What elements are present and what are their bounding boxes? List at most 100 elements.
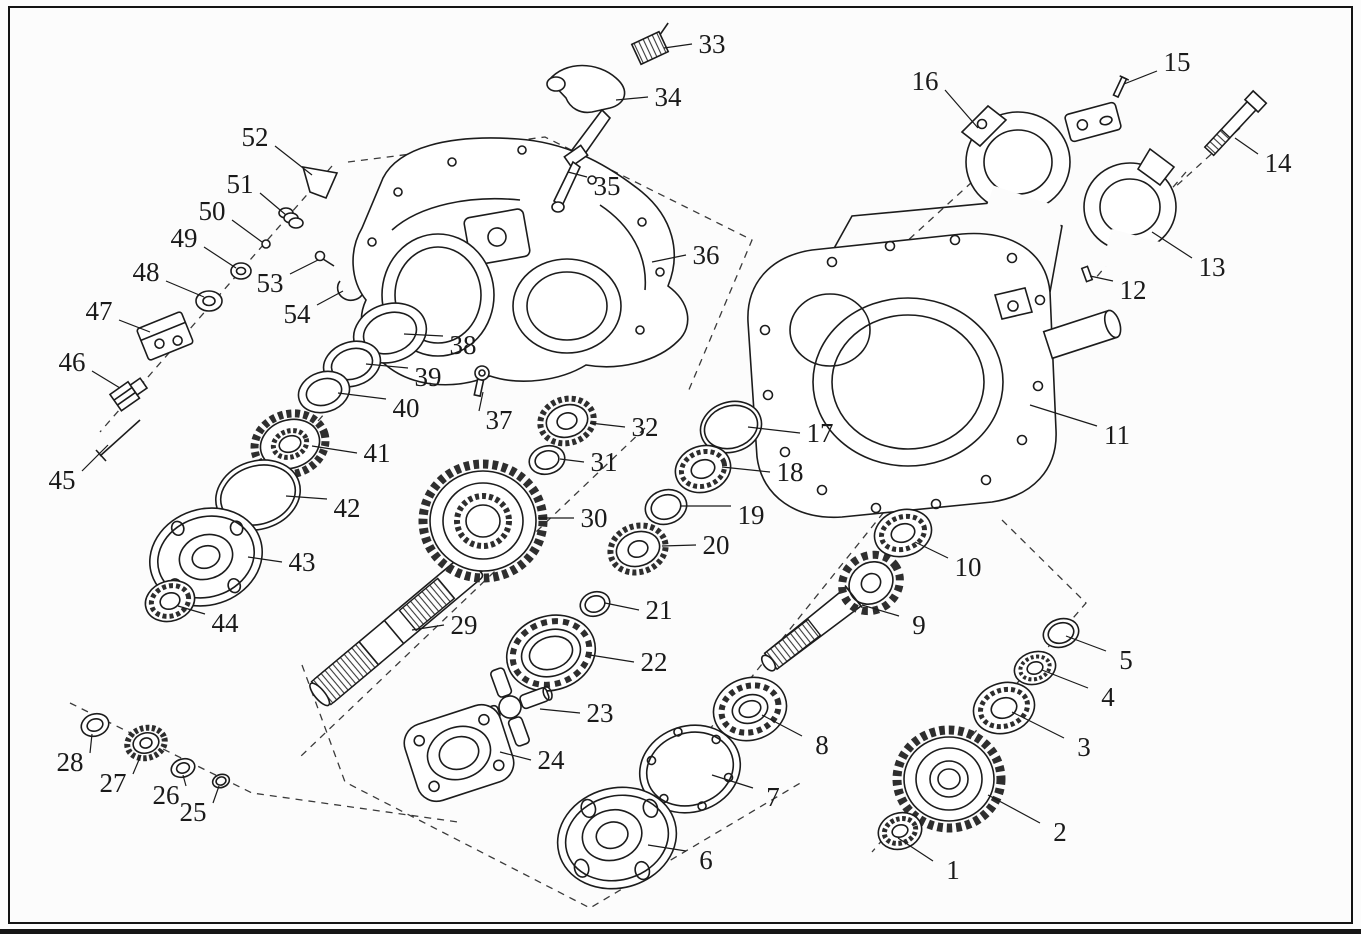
breather-knob-drawing (630, 22, 670, 66)
leader-line-15 (1123, 70, 1158, 85)
leader-line-38 (403, 333, 444, 337)
leader-line-44 (177, 605, 206, 615)
part-number-50: 50 (199, 196, 226, 226)
part-number-27: 27 (100, 768, 127, 798)
leader-line-6 (647, 844, 687, 852)
part-number-36: 36 (693, 240, 720, 270)
part-number-3: 3 (1077, 732, 1091, 762)
leader-line-45 (81, 444, 109, 472)
part-number-12: 12 (1120, 275, 1147, 305)
ring-19-drawing (644, 488, 688, 526)
bearing-10-drawing (873, 508, 933, 558)
washer-28-drawing (80, 712, 110, 738)
part-number-45: 45 (49, 465, 76, 495)
output-shaft-9-drawing (760, 550, 904, 672)
part-number-4: 4 (1101, 682, 1115, 712)
part-number-19: 19 (738, 500, 765, 530)
bevel-gear-27-drawing (124, 724, 168, 762)
bearing-8-drawing (712, 676, 788, 742)
gear-20-drawing (607, 522, 669, 576)
part-number-13: 13 (1199, 252, 1226, 282)
part-number-8: 8 (815, 730, 829, 760)
leader-line-54 (316, 290, 344, 306)
leader-line-8 (761, 714, 803, 737)
part-number-33: 33 (699, 29, 726, 59)
pin-15-drawing (1112, 75, 1130, 99)
leader-line-17 (747, 426, 801, 434)
leader-line-3 (1011, 711, 1065, 739)
leader-line-9 (861, 604, 900, 617)
part-number-24: 24 (538, 745, 566, 775)
gear-30-drawing (418, 459, 548, 583)
leader-line-16 (944, 89, 979, 129)
bolt-37-drawing (473, 365, 490, 398)
part-number-49: 49 (171, 223, 198, 253)
part-number-22: 22 (641, 647, 668, 677)
leader-line-42 (285, 495, 328, 500)
leader-line-26 (182, 774, 187, 787)
part-number-6: 6 (699, 845, 713, 875)
leader-line-33 (663, 43, 693, 49)
leader-line-41 (311, 445, 358, 454)
leader-line-24 (499, 751, 532, 761)
part-number-18: 18 (777, 457, 804, 487)
fork-bracket-drawing (1064, 101, 1122, 143)
part-number-30: 30 (581, 503, 608, 533)
shift-fork-16-drawing (960, 104, 1071, 250)
leader-line-39 (365, 363, 409, 369)
leader-line-51 (259, 192, 287, 216)
leader-line-2 (987, 794, 1041, 824)
ring-31-drawing (528, 444, 566, 476)
leader-line-23 (539, 708, 581, 714)
part-number-48: 48 (133, 257, 160, 287)
part-number-17: 17 (807, 418, 834, 448)
part-number-52: 52 (242, 122, 269, 152)
part-number-25: 25 (180, 797, 207, 827)
detent-parts-drawing (95, 165, 363, 462)
part-number-43: 43 (289, 547, 316, 577)
leader-line-18 (721, 466, 771, 473)
leader-line-31 (559, 458, 585, 463)
part-number-51: 51 (227, 169, 254, 199)
leader-line-25 (212, 785, 220, 804)
leader-line-37 (478, 391, 484, 412)
leader-line-13 (1151, 231, 1193, 259)
flange-plate-24-drawing (403, 703, 515, 803)
bearing-18-drawing (674, 444, 732, 494)
bottom-rule (0, 929, 1361, 934)
rear-housing-drawing (747, 201, 1122, 519)
shift-lever-drawing (546, 64, 626, 213)
callout-layer: 1234567891011121314151617181920212223242… (49, 29, 1293, 885)
part-number-1: 1 (946, 855, 960, 885)
part-number-9: 9 (912, 610, 926, 640)
gasket-7-drawing (638, 724, 742, 814)
snap-ring-17-drawing (699, 400, 763, 454)
part-number-20: 20 (703, 530, 730, 560)
bearing-cone-4-drawing (1013, 650, 1057, 686)
part-number-23: 23 (587, 698, 614, 728)
output-boss-drawing (1042, 309, 1122, 360)
leader-line-22 (589, 654, 635, 663)
gear-2-drawing (892, 725, 1006, 833)
part-number-26: 26 (153, 780, 180, 810)
bearing-44-drawing (144, 579, 196, 623)
part-number-47: 47 (86, 296, 113, 326)
part-number-16: 16 (912, 66, 939, 96)
hub-32-drawing (537, 395, 597, 447)
part-number-2: 2 (1053, 817, 1067, 847)
bearing-ring-stack-drawing (214, 302, 428, 531)
ring-5-drawing (1042, 617, 1080, 649)
part-number-35: 35 (594, 171, 621, 201)
leader-line-27 (132, 754, 142, 775)
bolt-14-drawing (1203, 89, 1268, 157)
part-number-44: 44 (212, 608, 240, 638)
part-number-39: 39 (415, 362, 442, 392)
clutch-hub-41-drawing (250, 409, 330, 479)
leader-line-34 (615, 96, 649, 101)
leader-line-49 (203, 246, 237, 269)
leader-line-36 (651, 254, 687, 263)
synchro-ring-22-drawing (505, 614, 597, 692)
leader-line-12 (1089, 275, 1114, 282)
